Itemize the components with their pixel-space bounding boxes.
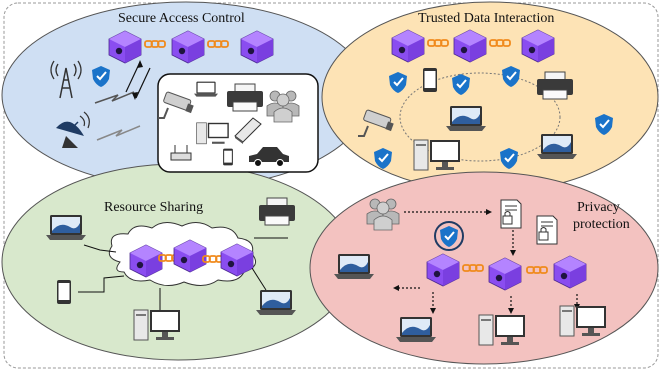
- router-icon: [170, 145, 192, 161]
- laptop-icon: [537, 134, 577, 159]
- privacy-title-line1: Privacy: [577, 200, 620, 215]
- resource-sharing-title: Resource Sharing: [104, 200, 203, 215]
- smartphone-icon: [223, 148, 233, 166]
- dotted-arrow: [404, 209, 492, 215]
- laptop-icon: [396, 317, 436, 342]
- laptop-icon: [446, 106, 486, 131]
- document-lock-icon: [500, 199, 522, 229]
- lightning-icon: [94, 91, 141, 141]
- network-ring: [399, 72, 561, 162]
- trusted-data-title: Trusted Data Interaction: [418, 11, 554, 26]
- satellite-dish-icon: [56, 111, 90, 148]
- scanner-icon: [234, 117, 262, 144]
- dotted-arrow: [393, 285, 420, 291]
- laptop-icon: [46, 215, 86, 240]
- outer-frame: [3, 2, 659, 369]
- shield-badge-ring: [434, 221, 464, 251]
- laptop-icon: [334, 254, 374, 279]
- car-icon: [249, 147, 289, 167]
- privacy-title-line2: protection: [573, 217, 630, 232]
- trusted-data-region: [321, 1, 659, 193]
- radio-tower-icon: [50, 60, 82, 99]
- smartphone-icon: [57, 280, 71, 304]
- desktop-computer-icon: [196, 122, 229, 145]
- laptop-icon: [256, 290, 296, 315]
- connections: [78, 237, 288, 310]
- secure-access-title: Secure Access Control: [118, 11, 245, 26]
- arrows: [125, 60, 151, 100]
- document-lock-icon: [536, 215, 558, 245]
- laptop-icon: [194, 81, 218, 97]
- smartphone-icon: [423, 68, 437, 92]
